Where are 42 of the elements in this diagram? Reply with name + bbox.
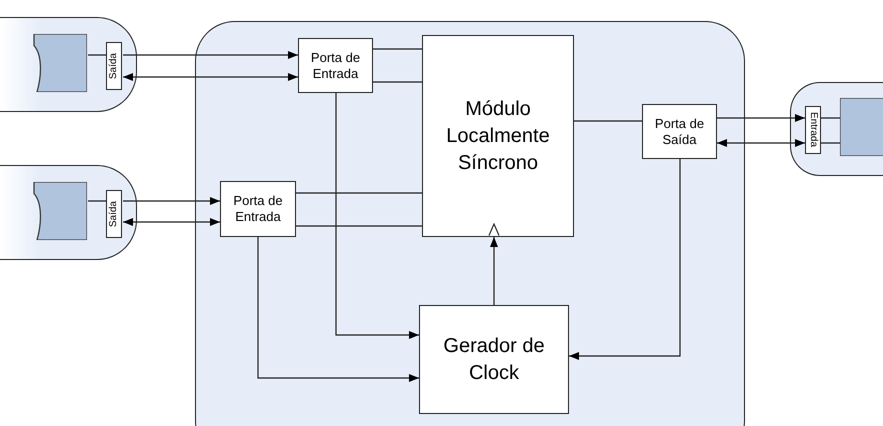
connector-line — [88, 54, 107, 56]
port-tab — [805, 106, 821, 154]
port-tab — [106, 190, 122, 238]
connector-line — [296, 192, 422, 194]
port-label: Porta de Saída — [654, 116, 706, 148]
external-module — [0, 165, 137, 260]
port-box — [642, 104, 717, 159]
module-label: Módulo Localmente Síncrono — [445, 96, 551, 176]
port-label: Porta de Entrada — [310, 50, 362, 82]
arrow — [717, 139, 805, 147]
external-module — [0, 17, 137, 112]
arrow — [123, 218, 220, 226]
port-box — [298, 38, 373, 93]
connector-line — [88, 200, 107, 202]
port-box — [220, 181, 296, 237]
module-box — [419, 305, 569, 414]
port-label: Entrada — [807, 112, 820, 148]
arrow — [569, 159, 681, 360]
arrow — [123, 73, 298, 81]
storage-block — [32, 182, 87, 240]
arrow — [717, 114, 805, 122]
arrow — [490, 237, 498, 305]
port-label: Saída — [107, 200, 120, 228]
connector-line — [821, 142, 840, 144]
connector-line — [373, 81, 422, 83]
connector-line — [373, 48, 422, 50]
arrow — [335, 93, 419, 339]
module-box — [422, 35, 574, 237]
module-label: Gerador de Clock — [442, 334, 546, 386]
storage-block — [840, 98, 883, 156]
port-label: Saída — [107, 52, 120, 80]
arrow — [123, 197, 220, 205]
port-label: Porta de Entrada — [232, 193, 284, 225]
arrow — [257, 237, 419, 382]
connector-line — [821, 117, 840, 119]
connector-line — [296, 225, 422, 227]
port-tab — [106, 42, 122, 90]
external-module — [790, 82, 883, 176]
system-container — [195, 21, 745, 426]
arrow — [123, 51, 298, 59]
connector-line — [574, 120, 642, 122]
storage-block — [32, 34, 87, 92]
